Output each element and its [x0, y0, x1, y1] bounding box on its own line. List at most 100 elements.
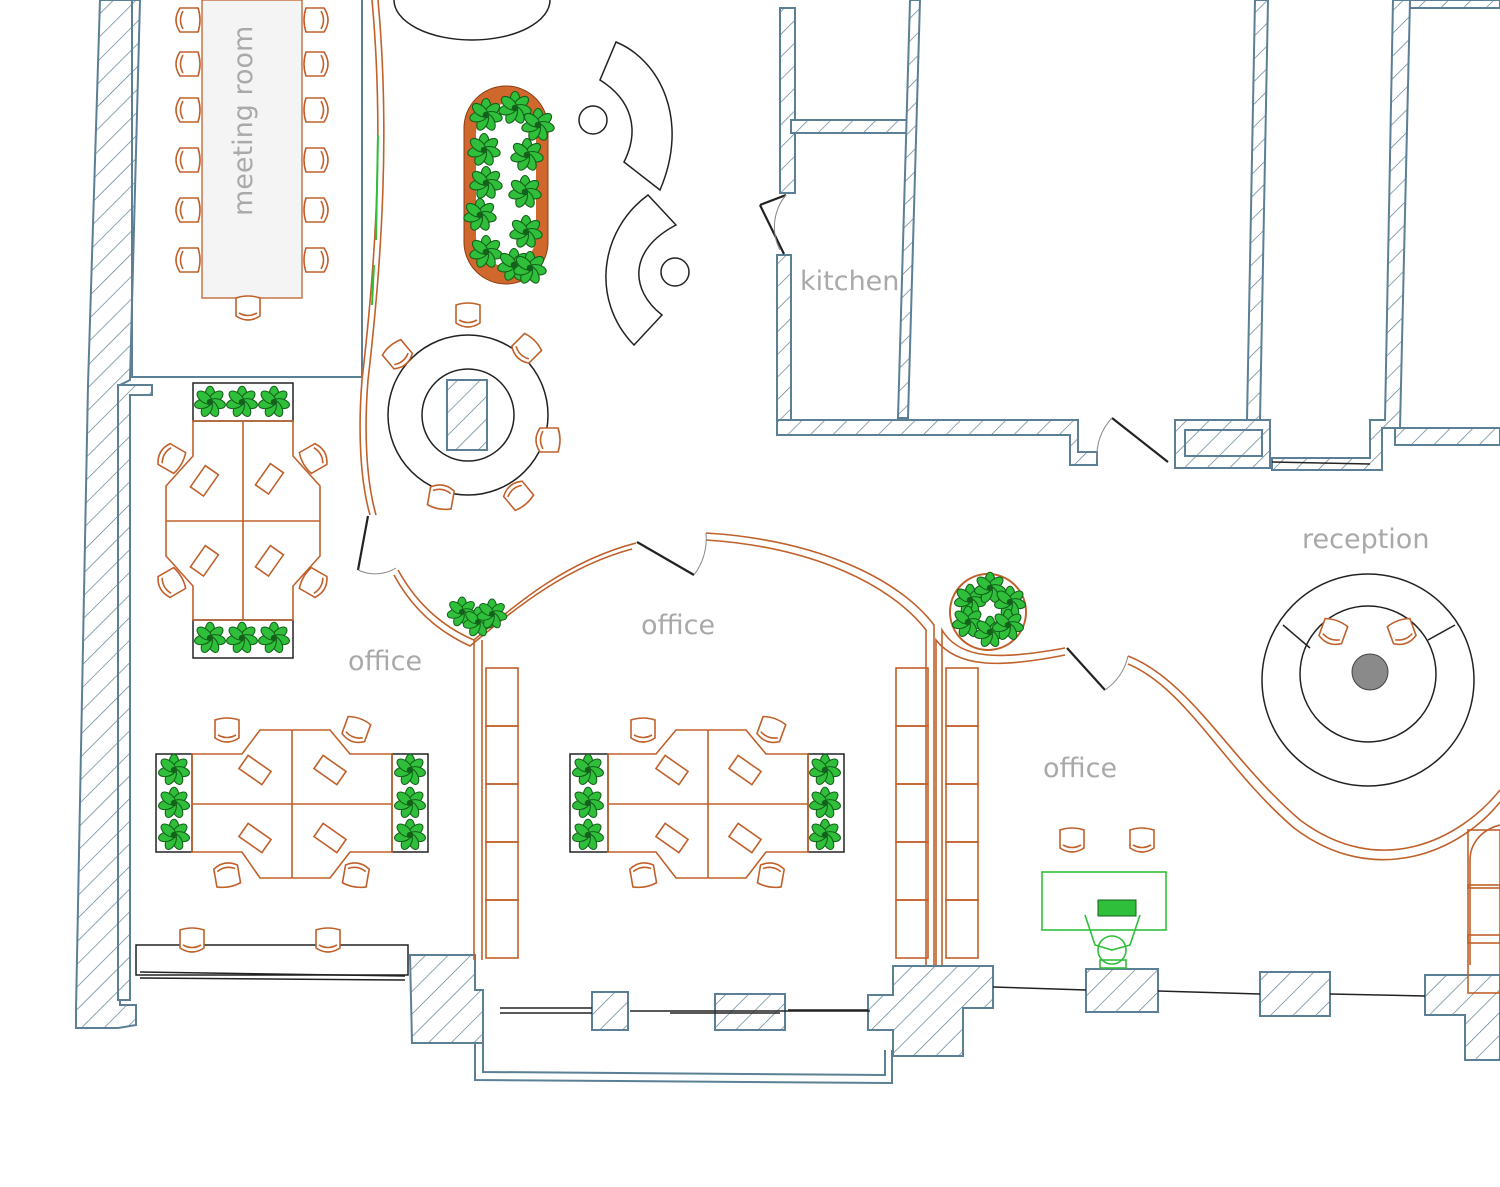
cabinet [895, 667, 929, 727]
plant-icon [476, 598, 508, 629]
plant-icon [510, 137, 544, 171]
chair-icon [510, 332, 543, 365]
chair-icon [303, 7, 329, 33]
cabinets [485, 667, 1500, 994]
plant-icon [158, 818, 190, 850]
partitions [359, 0, 1500, 965]
chair-icon [175, 247, 201, 273]
kitchen-divider [896, 0, 922, 419]
chair-icon [1059, 827, 1085, 853]
kitchen-inner-h [790, 119, 911, 134]
door-icon[interactable] [636, 532, 707, 576]
chair-icon [455, 302, 481, 328]
plant-icon [469, 165, 503, 199]
plant-icon [394, 786, 426, 818]
south-bay-inner [482, 1043, 886, 1077]
chair-icon [756, 862, 786, 889]
office-partition-arc-1 [397, 542, 637, 641]
cabinet [485, 841, 519, 901]
middle-office-desks [569, 729, 845, 879]
chair-icon [426, 484, 456, 511]
plant-icon [521, 107, 555, 141]
west-office-desks [155, 729, 429, 879]
chair-icon [628, 862, 658, 889]
round-table-icon [393, 0, 551, 41]
plant-icon [974, 571, 1006, 603]
stool [1351, 653, 1389, 691]
cabinet [945, 667, 979, 727]
door-icon[interactable] [1096, 417, 1169, 463]
east-wall-top [1409, 0, 1500, 9]
kitchen-west-wall [779, 7, 796, 194]
walls [75, 0, 1500, 1085]
door-icon[interactable] [759, 193, 787, 255]
plant-icon [952, 605, 984, 637]
room-label-reception: reception [1302, 524, 1429, 555]
cabinet [945, 725, 979, 785]
plant-icon [809, 818, 841, 850]
chair-icon [535, 427, 561, 453]
plant-icon [994, 585, 1026, 617]
chair-icon [214, 717, 240, 743]
reception-desk-icon [1261, 573, 1475, 787]
cabinet [485, 725, 519, 785]
desk-icon [165, 420, 321, 621]
reception-partition-arc [1127, 655, 1500, 851]
chair-icon [1386, 617, 1417, 646]
south-pier-1 [408, 954, 484, 1044]
plant-icon [572, 786, 604, 818]
chair-icon [175, 97, 201, 123]
closet-inner [1184, 429, 1263, 457]
plant-icon [572, 753, 604, 785]
plant-icon [226, 385, 258, 417]
chair-icon [502, 480, 535, 512]
south-pier-5 [1085, 968, 1159, 1013]
door-icon[interactable] [356, 515, 397, 575]
south-pier-2 [591, 991, 629, 1031]
meeting-room-outline [131, 0, 363, 378]
meeting-room-curved-wall [359, 0, 379, 516]
chair-icon [341, 715, 372, 744]
cabinet [895, 841, 929, 901]
chair-icon [630, 717, 656, 743]
planter-round [949, 571, 1027, 651]
east-wall-mid [1394, 427, 1500, 446]
chair-icon [303, 97, 329, 123]
plant-icon [194, 385, 226, 417]
kitchen-south-wall [776, 419, 1098, 466]
cabinet [945, 783, 979, 843]
plant-icon [258, 621, 290, 653]
plant-icon [394, 753, 426, 785]
chair-icon [179, 927, 205, 953]
chair-icon [298, 566, 328, 599]
meeting-room [175, 0, 329, 321]
desk-icon [607, 729, 809, 879]
cabinet [485, 899, 519, 959]
chair-icon [341, 862, 371, 889]
cabinet [895, 899, 929, 959]
meeting-chairs [175, 7, 329, 321]
workstation-cluster-north [165, 382, 321, 659]
room-label-meeting-room: meeting room [228, 26, 259, 216]
person-icon [1084, 914, 1141, 969]
desk-icon [191, 729, 393, 879]
chair-icon [756, 715, 787, 744]
doors [135, 193, 1426, 1014]
cabinet [1467, 884, 1500, 944]
plant-icon [572, 818, 604, 850]
cabinet [945, 899, 979, 959]
door-icon[interactable] [1066, 647, 1129, 691]
chair-icon [303, 51, 329, 77]
cabinet [945, 841, 979, 901]
room-label-office-east: office [1043, 753, 1117, 784]
office-partition-arc-2 [705, 532, 935, 965]
sofa-icon [578, 41, 673, 192]
meeting-room-glass-1 [375, 134, 379, 241]
room-labels: meeting room kitchen office office offic… [228, 26, 1429, 784]
south-bay [474, 1043, 893, 1085]
south-pier-3 [714, 993, 786, 1031]
chair-icon [315, 927, 341, 953]
chair-icon [303, 147, 329, 173]
plant-icon [469, 234, 503, 268]
